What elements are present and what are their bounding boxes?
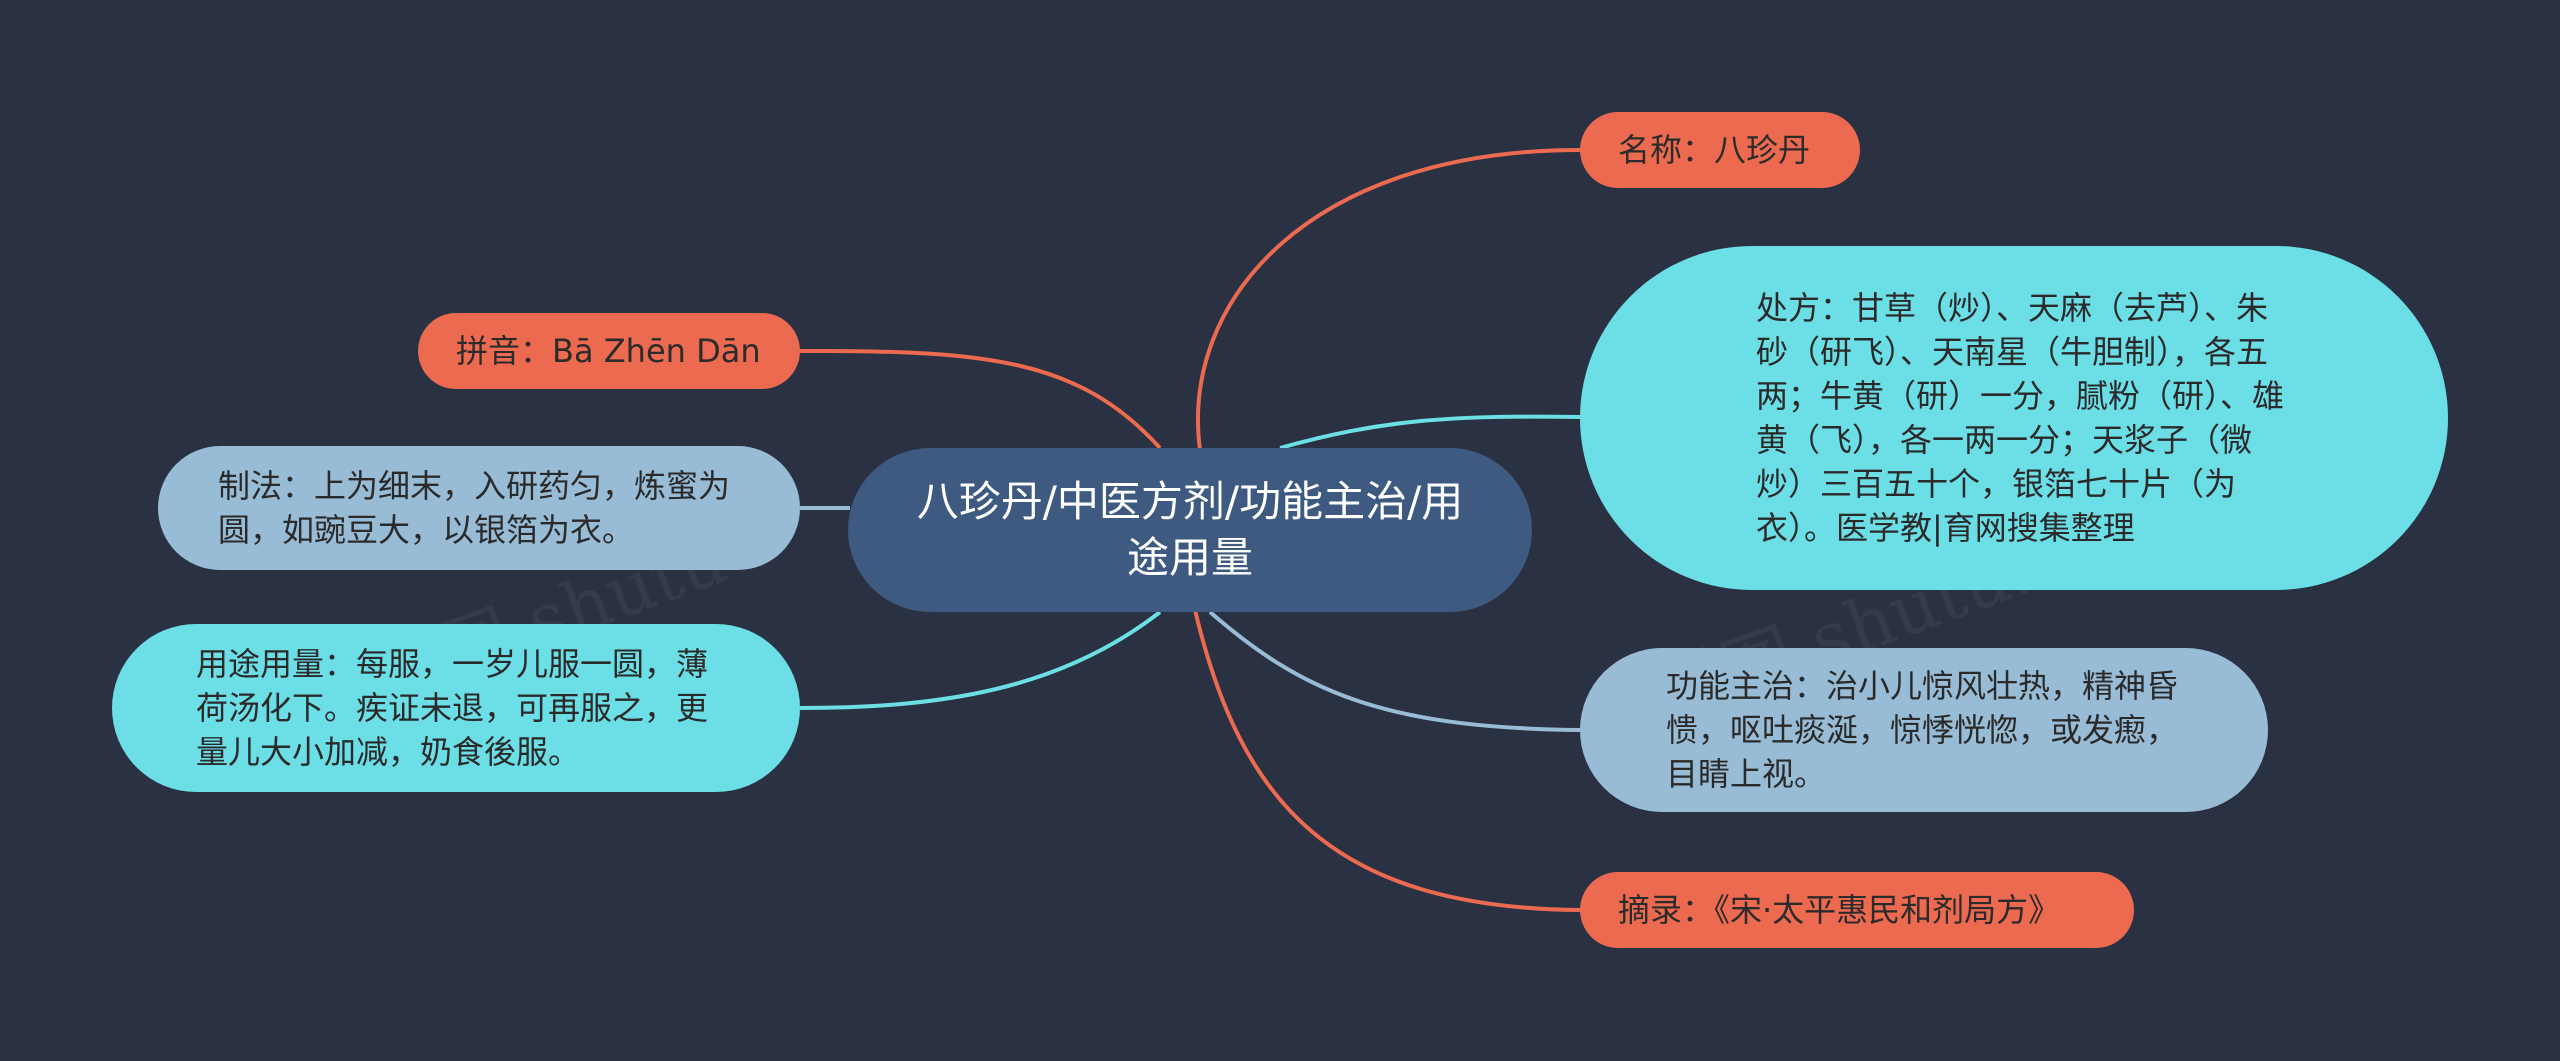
branch-indications-label: 功能主治：治小儿惊风壮热，精神昏愦，呕吐痰涎，惊悸恍惚，或发瘛，目睛上视。	[1666, 666, 2179, 794]
branch-source-label: 摘录：《宋·太平惠民和剂局方》	[1618, 890, 2061, 929]
link-pinyin	[799, 348, 1162, 450]
link-name	[1196, 148, 1581, 451]
branch-source[interactable]: 摘录：《宋·太平惠民和剂局方》	[1580, 872, 2134, 948]
branch-indications[interactable]: 功能主治：治小儿惊风壮热，精神昏愦，呕吐痰涎，惊悸恍惚，或发瘛，目睛上视。	[1580, 648, 2268, 812]
branch-pinyin-label: 拼音：Bā Zhēn Dān	[456, 331, 761, 370]
link-source	[1193, 609, 1581, 912]
branch-preparation[interactable]: 制法：上为细末，入研药匀，炼蜜为圆，如豌豆大，以银箔为衣。	[158, 446, 800, 570]
center-topic-label: 八珍丹/中医方剂/功能主治/用途用量	[916, 477, 1464, 582]
branch-usage-label: 用途用量：每服，一岁儿服一圆，薄荷汤化下。疾证未退，可再服之，更量儿大小加减，奶…	[196, 644, 709, 772]
branch-prescription[interactable]: 处方：甘草（炒）、天麻（去芦）、朱砂（研飞）、天南星（牛胆制），各五两；牛黄（研…	[1580, 246, 2448, 590]
branch-preparation-label: 制法：上为细末，入研药匀，炼蜜为圆，如豌豆大，以银箔为衣。	[218, 466, 731, 549]
branch-pinyin[interactable]: 拼音：Bā Zhēn Dān	[418, 313, 800, 389]
link-prescription	[1279, 414, 1581, 450]
link-indications	[1208, 610, 1581, 732]
link-usage	[799, 610, 1162, 710]
center-topic[interactable]: 八珍丹/中医方剂/功能主治/用途用量	[848, 448, 1532, 612]
branch-name-label: 名称：八珍丹	[1618, 130, 1811, 169]
branch-usage[interactable]: 用途用量：每服，一岁儿服一圆，薄荷汤化下。疾证未退，可再服之，更量儿大小加减，奶…	[112, 624, 800, 792]
branch-prescription-label: 处方：甘草（炒）、天麻（去芦）、朱砂（研飞）、天南星（牛胆制），各五两；牛黄（研…	[1756, 288, 2285, 548]
branch-name[interactable]: 名称：八珍丹	[1580, 112, 1860, 188]
